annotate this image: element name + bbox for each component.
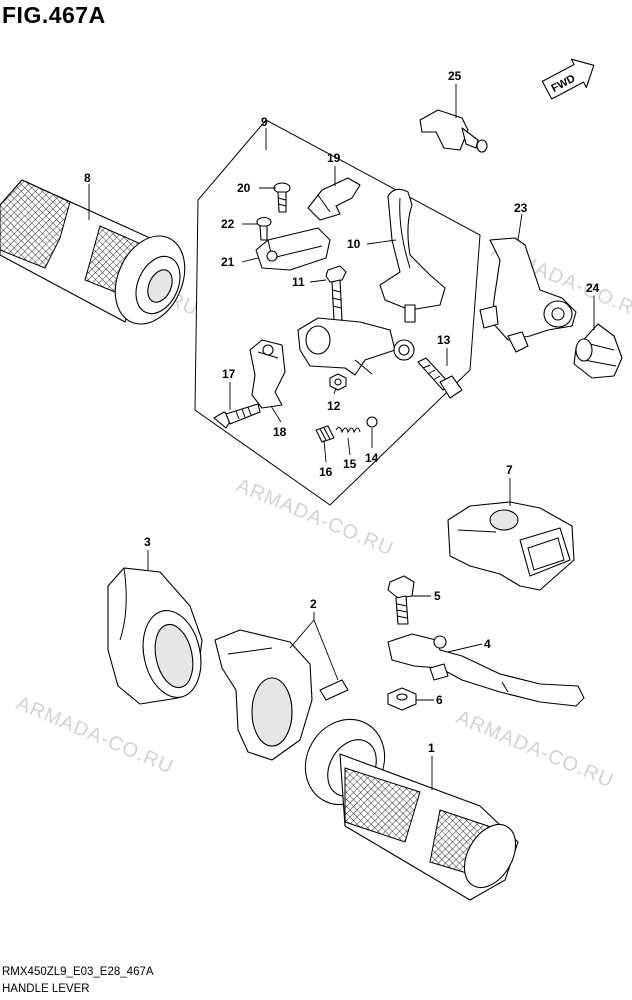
callout-24: 24 [586,281,600,295]
callout-7: 7 [506,463,513,477]
cable-adjuster [419,109,488,153]
holder-clamp [249,339,286,409]
callout-20: 20 [237,181,251,195]
callout-25: 25 [448,69,462,83]
callout-11: 11 [292,275,305,289]
throttle-housing [214,629,349,761]
bolt [387,575,415,625]
screw [256,216,272,241]
lever-cover [447,501,575,591]
callout-16: 16 [319,465,333,479]
fwd-arrow-icon: FWD [541,58,595,100]
hot-start-lever [307,177,361,221]
lever-holder [297,317,415,376]
callout-5: 5 [434,589,441,603]
cable-holder [479,237,577,353]
lever-bracket [255,227,331,271]
figure-title: FIG.467A [2,2,106,28]
callout-13: 13 [437,333,451,347]
callout-4: 4 [484,637,491,651]
callout-14: 14 [365,451,379,465]
kit-boundary [194,119,481,506]
watermark-text: ARMADA-CO.RU [233,474,397,560]
right-grip [304,718,519,901]
callout-10: 10 [347,237,361,251]
watermark-text: ARMADA-CO.RU [13,692,177,778]
callout-19: 19 [327,151,341,165]
watermark-text: ARMADA-CO.RU [453,706,617,792]
callout-3: 3 [144,535,151,549]
left-grip [0,179,186,325]
screw [273,182,291,213]
callout-21: 21 [221,255,235,269]
adjuster-small [315,425,335,443]
callout-23: 23 [514,201,528,215]
adjuster [417,357,463,399]
clutch-lever [379,188,446,323]
figure-code: RMX450ZL9_E03_E28_467A [2,966,154,978]
nut [387,687,417,711]
nut [329,373,347,391]
callout-labels: 8 9 19 20 22 21 10 11 13 17 12 18 14 15 … [84,69,600,755]
leader-lines [88,84,595,790]
bolt [213,403,261,429]
throttle-cover [107,567,203,705]
callout-22: 22 [221,217,235,231]
callout-2: 2 [310,597,317,611]
callout-18: 18 [273,425,287,439]
callout-6: 6 [436,693,443,707]
callout-15: 15 [343,457,357,471]
brake-lever [387,633,585,707]
callout-17: 17 [222,367,236,381]
callout-12: 12 [327,399,341,413]
callout-8: 8 [84,171,91,185]
callout-1: 1 [428,741,435,755]
cable-end [573,323,623,379]
figure-name: HANDLE LEVER [2,983,90,995]
callout-9: 9 [261,115,268,129]
bolt [325,265,347,321]
spring [335,426,361,434]
steel-ball [366,416,378,428]
